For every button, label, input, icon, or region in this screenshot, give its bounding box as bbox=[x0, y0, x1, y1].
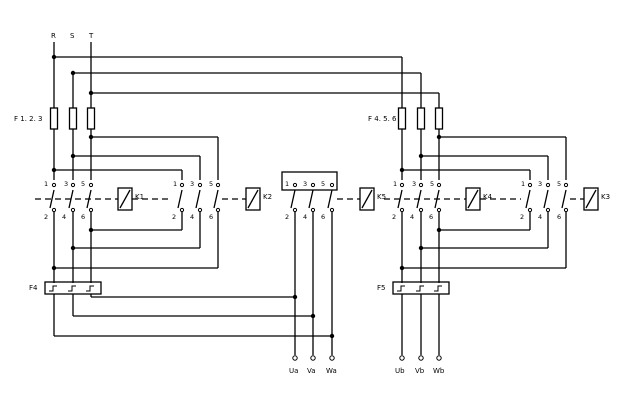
svg-text:2: 2 bbox=[44, 213, 48, 221]
svg-text:6: 6 bbox=[321, 213, 325, 221]
svg-text:1: 1 bbox=[393, 180, 397, 188]
coil-k4: K4 bbox=[465, 187, 493, 211]
overload-f5 bbox=[392, 281, 450, 355]
terminal-ub: Ub bbox=[395, 367, 405, 375]
coil-k2: K2 bbox=[245, 187, 272, 211]
overload-label-f4: F4 bbox=[29, 284, 38, 292]
phase-label-r: R bbox=[51, 32, 56, 40]
svg-text:3: 3 bbox=[64, 180, 68, 188]
terminals-a: Ua Va Wa bbox=[289, 355, 337, 375]
svg-text:4: 4 bbox=[538, 213, 542, 221]
svg-text:3: 3 bbox=[538, 180, 542, 188]
svg-text:4: 4 bbox=[410, 213, 414, 221]
svg-text:2: 2 bbox=[172, 213, 176, 221]
coil-k5: K5 bbox=[359, 187, 386, 211]
svg-text:5: 5 bbox=[209, 180, 213, 188]
left-crossfeed-bottom bbox=[51, 212, 219, 271]
coil-k4-label: K4 bbox=[483, 193, 493, 201]
svg-text:4: 4 bbox=[303, 213, 307, 221]
svg-text:1: 1 bbox=[521, 180, 525, 188]
phase-label-s: S bbox=[70, 32, 75, 40]
terminal-va: Va bbox=[307, 367, 316, 375]
svg-text:6: 6 bbox=[81, 213, 85, 221]
coil-k1-label: K1 bbox=[135, 193, 144, 201]
svg-text:4: 4 bbox=[190, 213, 194, 221]
svg-text:5: 5 bbox=[321, 180, 325, 188]
svg-text:5: 5 bbox=[81, 180, 85, 188]
contactor-k2-contacts: 1 3 5 2 4 6 bbox=[172, 180, 221, 221]
svg-text:6: 6 bbox=[209, 213, 213, 221]
svg-text:1: 1 bbox=[44, 180, 48, 188]
coil-k5-label: K5 bbox=[377, 193, 386, 201]
fuses-right bbox=[397, 107, 444, 180]
supply-bus bbox=[51, 42, 440, 108]
svg-text:3: 3 bbox=[303, 180, 307, 188]
svg-text:6: 6 bbox=[557, 213, 561, 221]
coil-k3-label: K3 bbox=[601, 193, 610, 201]
fuse-group-label-left: F 1. 2. 3 bbox=[14, 115, 43, 123]
svg-text:1: 1 bbox=[285, 180, 289, 188]
left-crossfeed-top bbox=[51, 134, 219, 180]
contactor-k1-contacts: 1 3 5 2 4 6 bbox=[44, 180, 94, 283]
terminal-ua: Ua bbox=[289, 367, 298, 375]
svg-text:5: 5 bbox=[557, 180, 561, 188]
right-crossfeed-top bbox=[399, 134, 567, 180]
phase-label-t: T bbox=[88, 32, 94, 40]
coil-k2-label: K2 bbox=[263, 193, 272, 201]
svg-text:2: 2 bbox=[285, 213, 289, 221]
svg-text:2: 2 bbox=[392, 213, 396, 221]
contactor-k3-contacts: 1 3 5 2 4 6 bbox=[520, 180, 569, 221]
right-crossfeed-bottom bbox=[399, 212, 567, 271]
svg-text:2: 2 bbox=[520, 213, 524, 221]
coil-k3: K3 bbox=[583, 187, 610, 211]
svg-text:3: 3 bbox=[412, 180, 416, 188]
svg-text:4: 4 bbox=[62, 213, 66, 221]
overload-f4 bbox=[44, 281, 332, 337]
contactor-k5-group: 1 3 5 2 4 6 bbox=[281, 171, 338, 355]
overload-label-f5: F5 bbox=[377, 284, 385, 292]
svg-text:6: 6 bbox=[429, 213, 433, 221]
fuse-group-label-right: F 4. 5. 6 bbox=[368, 115, 397, 123]
terminal-wb: Wb bbox=[433, 367, 445, 375]
svg-text:3: 3 bbox=[190, 180, 194, 188]
terminals-b: Ub Vb Wb bbox=[395, 355, 445, 375]
svg-text:1: 1 bbox=[173, 180, 177, 188]
coil-k1: K1 bbox=[117, 187, 144, 211]
terminal-wa: Wa bbox=[326, 367, 337, 375]
terminal-vb: Vb bbox=[415, 367, 425, 375]
fuses-left bbox=[49, 107, 96, 180]
svg-text:5: 5 bbox=[430, 180, 434, 188]
